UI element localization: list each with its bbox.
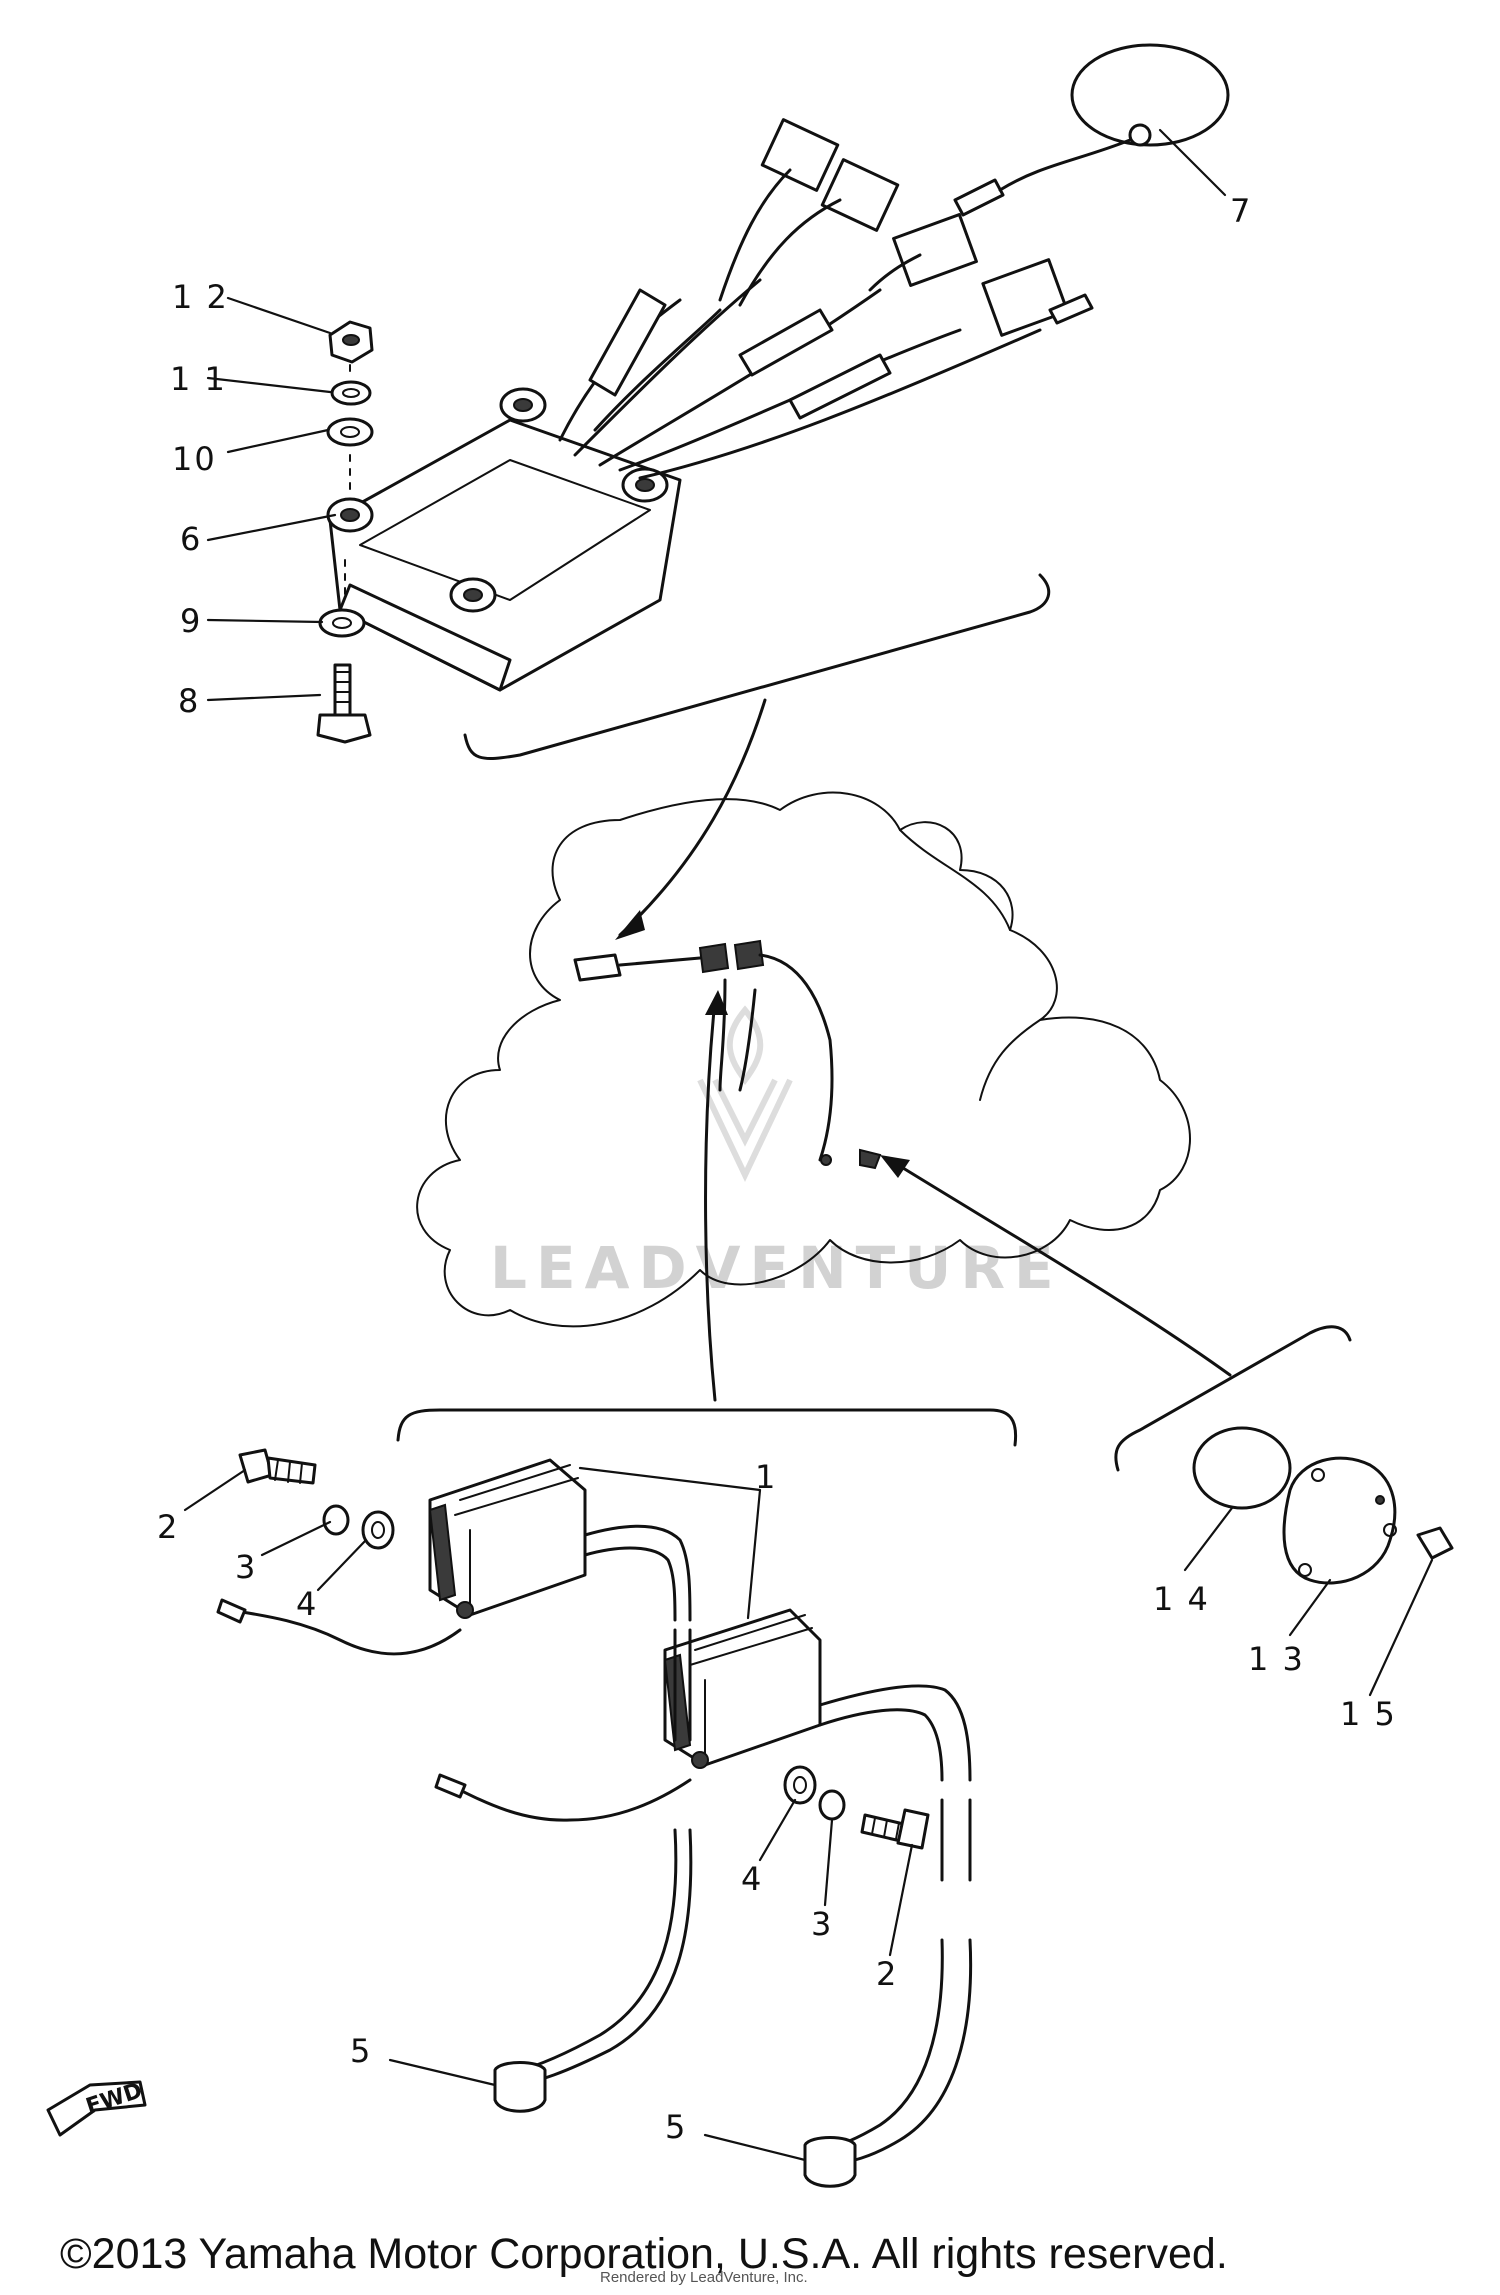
ignition-coil-lower bbox=[434, 1608, 972, 1822]
coil-group-bracket bbox=[396, 1408, 1018, 1447]
coil-hardware-right bbox=[783, 1765, 930, 1850]
callout-14: 1 4 bbox=[1153, 1580, 1210, 1618]
plug-cap-right bbox=[803, 2136, 857, 2188]
ignition-coil-upper bbox=[216, 1458, 692, 1656]
plug-leads bbox=[493, 1628, 973, 2188]
cover-plate bbox=[1282, 1456, 1397, 1585]
rendered-by-overprint: Rendered by LeadVenture, Inc. bbox=[600, 2269, 808, 2286]
fwd-direction-badge: FWD bbox=[46, 2078, 147, 2137]
copyright-notice: ©2013 Yamaha Motor Corporation, U.S.A. A… bbox=[60, 2230, 1228, 2278]
cover-group-bracket bbox=[1114, 1325, 1352, 1472]
callout-5-left: 5 bbox=[350, 2032, 372, 2070]
callout-2-right: 2 bbox=[876, 1955, 898, 1993]
leader-arrows bbox=[615, 698, 1232, 1402]
callout-9: 9 bbox=[180, 602, 202, 640]
watermark: LEADVENTURE bbox=[490, 1005, 1063, 1302]
watermark-logo-icon bbox=[697, 1005, 793, 1183]
ground-lead bbox=[998, 43, 1230, 192]
callout-4-right: 4 bbox=[741, 1860, 763, 1898]
callout-5-right: 5 bbox=[665, 2108, 687, 2146]
watermark-text: LEADVENTURE bbox=[490, 1234, 1063, 1302]
callout-2-left: 2 bbox=[157, 1508, 179, 1546]
cdi-group-bracket bbox=[463, 573, 1051, 760]
callout-12: 1 2 bbox=[172, 278, 229, 316]
callout-3-left: 3 bbox=[235, 1548, 257, 1586]
cover-screw bbox=[1416, 1526, 1454, 1560]
callout-leaders bbox=[183, 128, 1434, 2162]
callout-1: 1 bbox=[755, 1458, 777, 1496]
callout-labels: 1 2 2 3 3 4 4 5 5 6 7 8 9 10 1 1 1 2 1 3… bbox=[157, 192, 1397, 2146]
callout-3-right: 3 bbox=[811, 1905, 833, 1943]
harness-connectors bbox=[718, 118, 1069, 337]
callout-13: 1 3 bbox=[1248, 1640, 1305, 1678]
o-ring bbox=[1192, 1426, 1292, 1510]
callout-6: 6 bbox=[180, 520, 202, 558]
engine-outline bbox=[416, 791, 1191, 1328]
coil-hardware-left bbox=[238, 1448, 395, 1550]
hardware-stack bbox=[316, 320, 374, 744]
callout-4-left: 4 bbox=[296, 1585, 318, 1623]
callout-7: 7 bbox=[1230, 192, 1252, 230]
callout-10: 10 bbox=[172, 440, 217, 478]
cdi-unit bbox=[326, 118, 1094, 692]
plug-cap-left bbox=[493, 2061, 547, 2113]
cover-group bbox=[1192, 1426, 1454, 1585]
callout-15: 1 5 bbox=[1340, 1695, 1397, 1733]
callout-11: 1 1 bbox=[170, 360, 227, 398]
callout-8: 8 bbox=[178, 682, 200, 720]
